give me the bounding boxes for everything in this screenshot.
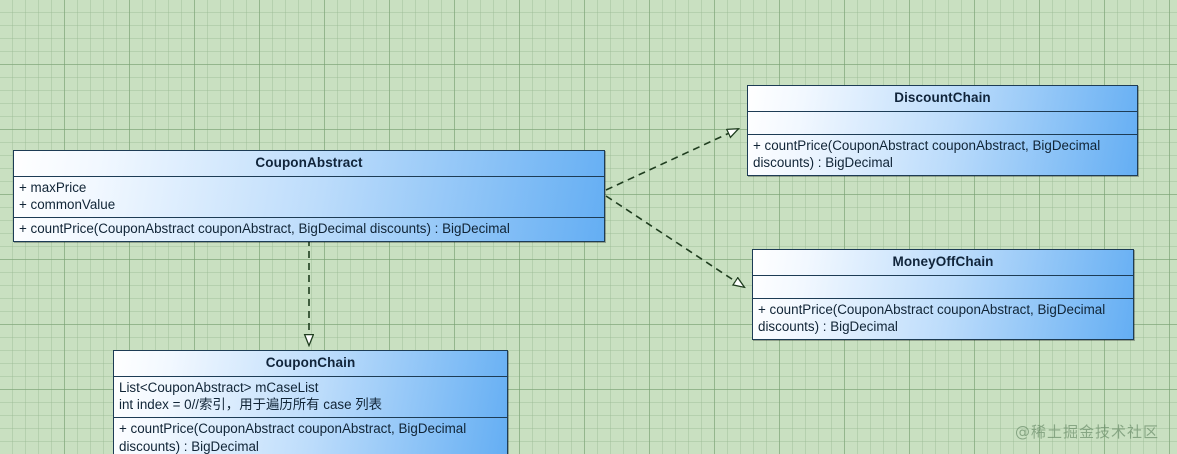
- operation-row: + countPrice(CouponAbstract couponAbstra…: [19, 220, 510, 236]
- attribute-row: int index = 0//索引，用于遍历所有 case 列表: [119, 397, 383, 413]
- class-box-couponabstract[interactable]: CouponAbstract + maxPrice + commonValue …: [13, 150, 605, 242]
- class-operations-discountchain: + countPrice(CouponAbstract couponAbstra…: [748, 135, 1137, 175]
- attribute-row: List<CouponAbstract> mCaseList: [119, 379, 319, 395]
- class-operations-couponabstract: + countPrice(CouponAbstract couponAbstra…: [14, 218, 604, 241]
- class-attributes-couponchain: List<CouponAbstract> mCaseList int index…: [114, 377, 507, 418]
- operation-row: + countPrice(CouponAbstract couponAbstra…: [753, 137, 1101, 171]
- watermark: @稀土掘金技术社区: [1014, 423, 1159, 441]
- attribute-row: + maxPrice: [19, 179, 87, 195]
- class-attributes-moneyoffchain: [753, 276, 1133, 299]
- operation-row: + countPrice(CouponAbstract couponAbstra…: [119, 420, 467, 454]
- class-title-moneyoffchain: MoneyOffChain: [753, 250, 1133, 276]
- connector-couponabstract-discountchain: [605, 129, 738, 191]
- class-title-couponabstract: CouponAbstract: [14, 151, 604, 177]
- attribute-row: + commonValue: [19, 197, 116, 213]
- class-box-discountchain[interactable]: DiscountChain + countPrice(CouponAbstrac…: [747, 85, 1138, 176]
- class-attributes-couponabstract: + maxPrice + commonValue: [14, 177, 604, 218]
- class-title-couponchain: CouponChain: [114, 351, 507, 377]
- class-operations-moneyoffchain: + countPrice(CouponAbstract couponAbstra…: [753, 299, 1133, 339]
- connector-couponabstract-moneyoffchain: [605, 195, 744, 287]
- class-box-moneyoffchain[interactable]: MoneyOffChain + countPrice(CouponAbstrac…: [752, 249, 1134, 340]
- operation-row: + countPrice(CouponAbstract couponAbstra…: [758, 301, 1106, 335]
- class-title-discountchain: DiscountChain: [748, 86, 1137, 112]
- class-box-couponchain[interactable]: CouponChain List<CouponAbstract> mCaseLi…: [113, 350, 508, 454]
- class-attributes-discountchain: [748, 112, 1137, 135]
- class-operations-couponchain: + countPrice(CouponAbstract couponAbstra…: [114, 418, 507, 454]
